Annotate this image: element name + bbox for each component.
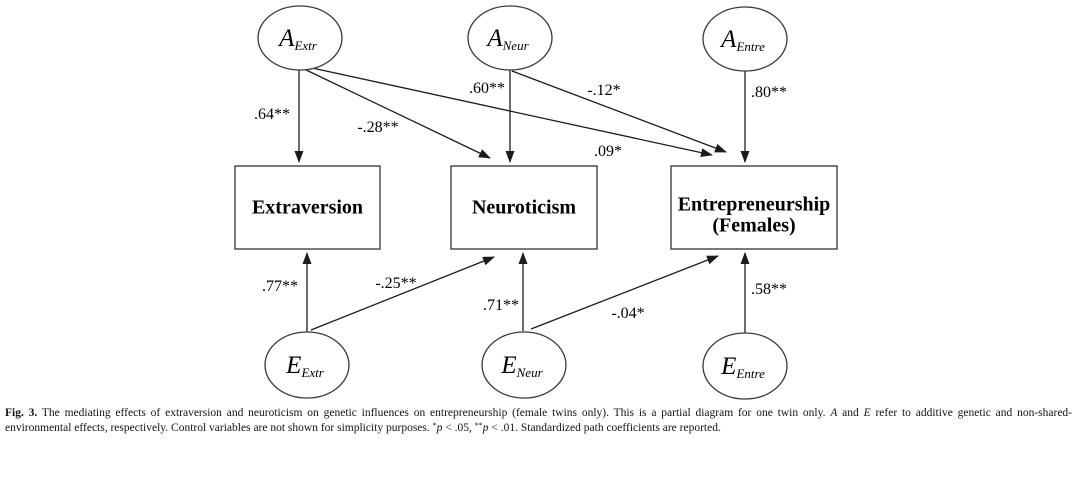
path-coefficient-A_Neur-to-Neuroticism: .60** [469,80,505,97]
path-arrow-A_Neur-to-Entrepreneurship [511,70,727,153]
latent-factor-E_Neur [481,331,567,399]
latent-factor-label-E_Neur: ENeur [500,352,543,380]
path-coefficient-E_Entre-to-Entrepreneurship: .58** [751,281,787,298]
latent-factor-A_Extr [257,5,343,71]
path-arrow-A_Extr-to-Entrepreneurship [302,65,713,158]
caption-segment: p [482,422,489,435]
path-coefficient-A_Neur-to-Entrepreneurship: -.12* [587,82,620,99]
caption-segment: < .05, [442,422,475,435]
path-coefficient-A_Extr-to-Extraversion: .64** [254,106,290,123]
observed-variable-label-Entrepreneurship: (Females) [712,215,795,237]
observed-variable-Extraversion [234,165,381,250]
latent-factor-label-A_Neur: ANeur [485,25,529,53]
caption-segment: E [863,407,871,419]
caption-segment: Fig. 3. [5,407,38,419]
figure-caption: Fig. 3. The mediating effects of extrave… [5,406,1072,436]
caption-segment: and [837,407,864,419]
latent-factor-E_Extr [264,331,350,399]
caption-segment: ** [474,421,483,431]
caption-segment: < .01. Standardized path coefficients ar… [488,422,721,435]
path-arrow-E_Neur-to-Entrepreneurship [530,255,719,330]
observed-variable-label-Extraversion: Extraversion [252,197,363,219]
observed-variable-label-Entrepreneurship: Entrepreneurship [678,194,831,216]
caption-segment: The mediating effects of extraversion an… [37,407,831,419]
path-coefficient-A_Extr-to-Neuroticism: -.28** [357,119,398,136]
path-coefficient-A_Entre-to-Entrepreneurship: .80** [751,84,787,101]
latent-factor-A_Entre [702,6,788,72]
latent-factor-label-A_Extr: AExtr [277,25,318,53]
caption-segment: refer to additive genetic and non-shared… [5,407,1072,435]
latent-factor-E_Entre [702,332,788,400]
latent-factor-A_Neur [467,5,553,71]
path-coefficient-E_Extr-to-Extraversion: .77** [262,278,298,295]
caption-segment: * [432,421,437,431]
path-arrow-E_Extr-to-Neuroticism [310,256,495,331]
observed-variable-Neuroticism [450,165,598,250]
path-coefficient-E_Neur-to-Entrepreneurship: -.04* [611,305,644,322]
path-arrow-A_Extr-to-Neuroticism [301,67,491,159]
latent-factor-label-E_Extr: EExtr [285,352,325,380]
caption-segment: A [830,407,838,419]
latent-factor-label-E_Entre: EEntre [720,353,765,381]
observed-variable-label-Neuroticism: Neuroticism [472,197,576,219]
path-coefficient-A_Extr-to-Entrepreneurship: .09* [594,143,622,160]
observed-variable-Entrepreneurship [670,165,838,250]
caption-segment: p [436,422,443,435]
path-coefficient-E_Neur-to-Neuroticism: .71** [483,297,519,314]
path-coefficient-E_Extr-to-Neuroticism: -.25** [375,275,416,292]
latent-factor-label-A_Entre: AEntre [719,26,765,54]
